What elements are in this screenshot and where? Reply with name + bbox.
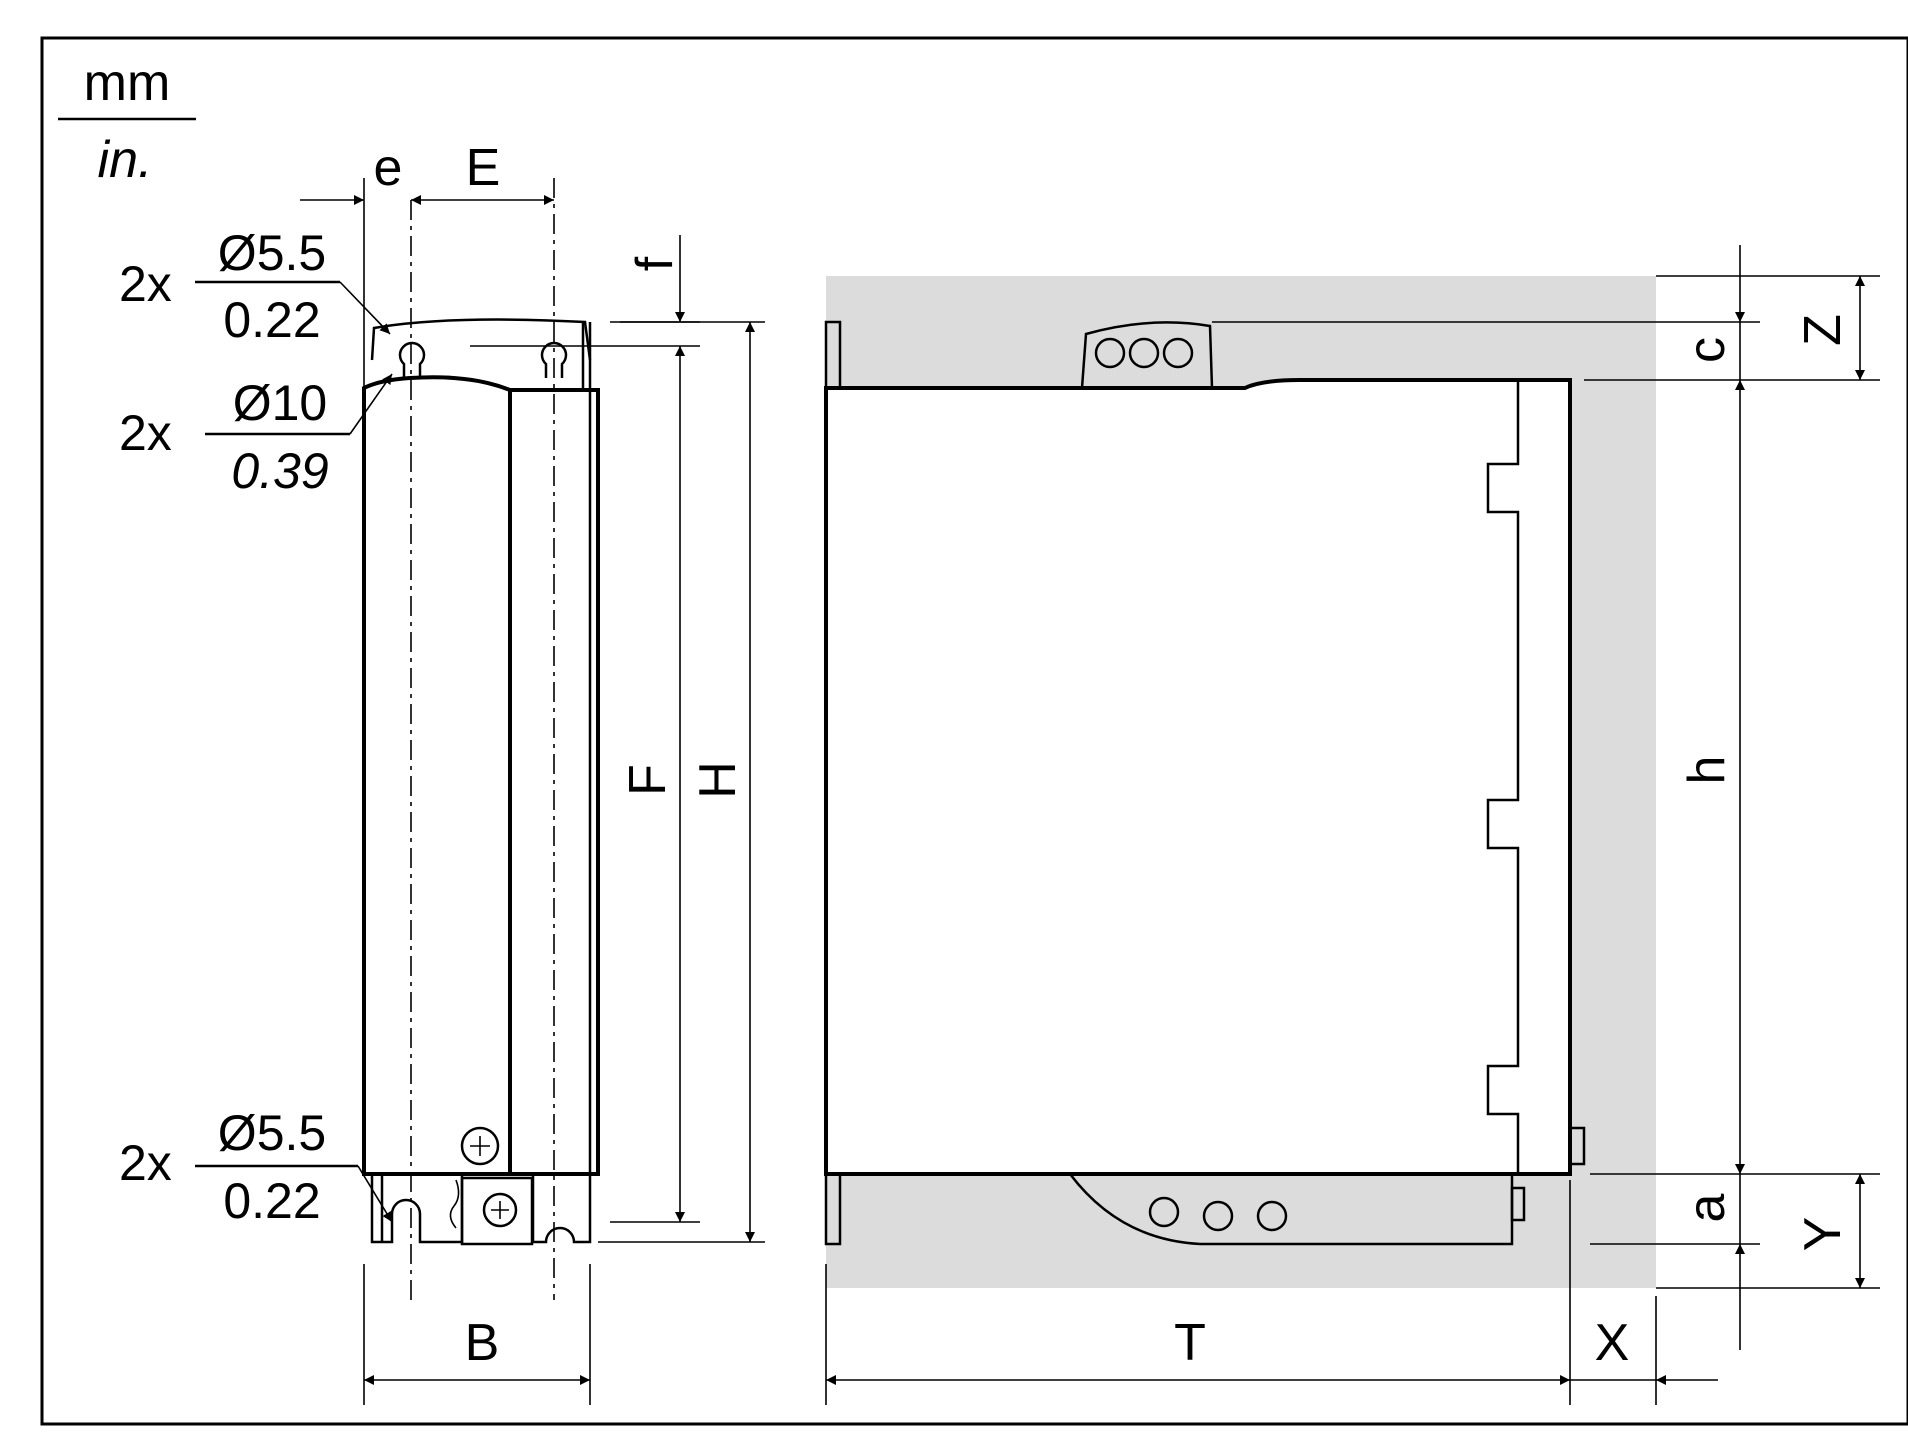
front-dimensions: e E f F H B xyxy=(300,139,765,1405)
dim-e: e xyxy=(374,139,403,197)
hole-top-mm: Ø5.5 xyxy=(218,225,326,281)
dim-a: a xyxy=(1678,1193,1736,1222)
dim-H: H xyxy=(689,761,747,799)
dim-Z: Z xyxy=(1794,314,1852,346)
hole-mid-in: 0.39 xyxy=(231,443,328,499)
hole-callout-bottom: 2x Ø5.5 0.22 xyxy=(119,1105,393,1229)
side-dimensions: T X c h a Z Y xyxy=(825,245,1880,1405)
dim-c: c xyxy=(1678,337,1736,363)
dim-X: X xyxy=(1595,1314,1630,1372)
dim-E: E xyxy=(466,139,501,197)
front-view xyxy=(362,178,700,1300)
ground-screw-upper xyxy=(460,1126,500,1166)
hole-callout-mid: 2x Ø10 0.39 xyxy=(119,373,393,499)
dim-f: f xyxy=(626,256,684,271)
dim-T: T xyxy=(1174,1314,1206,1372)
dim-h: h xyxy=(1678,756,1736,785)
hole-top-count: 2x xyxy=(119,256,172,312)
drawing-frame xyxy=(40,36,1908,1426)
unit-mm: mm xyxy=(84,54,171,112)
hole-bottom-in: 0.22 xyxy=(223,1173,320,1229)
hole-top-in: 0.22 xyxy=(223,292,320,348)
dim-F: F xyxy=(619,764,677,796)
keyhole-top-left xyxy=(398,341,426,378)
unit-in: in. xyxy=(98,131,153,189)
keyhole-top-right xyxy=(540,341,568,378)
hole-mid-mm: Ø10 xyxy=(233,375,328,431)
ground-screw-lower xyxy=(482,1192,518,1228)
hole-bottom-count: 2x xyxy=(119,1135,172,1191)
hole-mid-count: 2x xyxy=(119,405,172,461)
hole-callout-top: 2x Ø5.5 0.22 xyxy=(119,225,391,348)
side-view xyxy=(824,276,1656,1288)
dim-Y: Y xyxy=(1794,1217,1852,1252)
units-legend: mm in. xyxy=(58,54,196,189)
hole-bottom-mm: Ø5.5 xyxy=(218,1105,326,1161)
dim-B: B xyxy=(465,1314,500,1372)
